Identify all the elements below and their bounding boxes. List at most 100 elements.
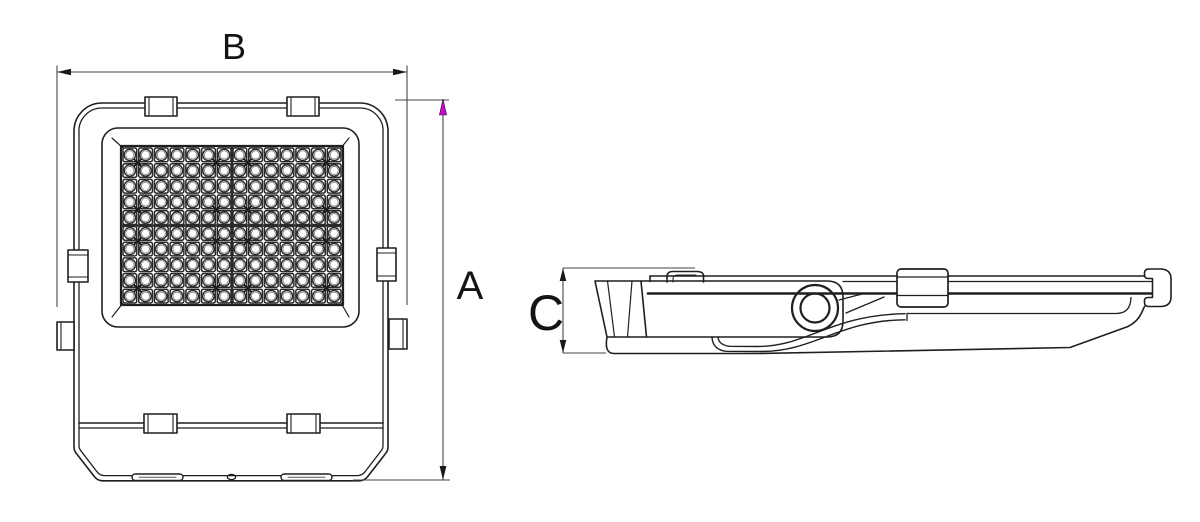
led-lens bbox=[216, 272, 232, 289]
led-lens bbox=[122, 147, 138, 163]
mounting-lug-right bbox=[388, 318, 408, 350]
led-lens bbox=[263, 241, 279, 257]
screw-mark bbox=[133, 284, 142, 293]
screw-mark bbox=[322, 158, 331, 167]
screw-mark bbox=[243, 205, 252, 214]
led-lens bbox=[295, 178, 311, 194]
led-lens bbox=[247, 162, 264, 179]
led-lens bbox=[137, 178, 154, 194]
led-lens bbox=[247, 178, 264, 194]
led-lens bbox=[310, 178, 327, 194]
led-lens bbox=[247, 225, 264, 241]
led-lens bbox=[137, 288, 154, 304]
led-lens bbox=[295, 225, 311, 241]
led-lens bbox=[232, 147, 248, 163]
led-lens bbox=[263, 210, 279, 226]
mounting-clip-top-right bbox=[286, 96, 320, 117]
led-lens bbox=[153, 288, 169, 304]
led-lens bbox=[279, 288, 295, 304]
led-lens bbox=[247, 147, 264, 163]
led-lens bbox=[137, 241, 154, 257]
rear-inner-edge bbox=[906, 296, 1132, 322]
led-lens bbox=[279, 257, 295, 273]
led-lens bbox=[185, 225, 201, 241]
screw-mark bbox=[133, 237, 142, 246]
led-lens bbox=[185, 257, 201, 273]
led-lens bbox=[122, 241, 138, 257]
led-lens bbox=[310, 257, 327, 273]
arrowhead-top bbox=[559, 268, 567, 281]
head-neck-lines bbox=[838, 292, 885, 314]
led-lens bbox=[326, 272, 342, 289]
led-lens bbox=[279, 225, 295, 241]
mounting-clip-bottom-right bbox=[286, 413, 321, 434]
led-lens bbox=[326, 178, 342, 194]
led-lens bbox=[295, 288, 311, 304]
led-lens bbox=[279, 147, 295, 163]
led-lens bbox=[263, 147, 279, 163]
led-lens bbox=[153, 147, 169, 163]
arrowhead-left bbox=[57, 68, 71, 76]
led-lens bbox=[185, 288, 201, 304]
led-lens bbox=[122, 162, 138, 179]
screw-mark bbox=[133, 205, 142, 214]
led-lens bbox=[185, 194, 201, 210]
led-lens bbox=[263, 162, 279, 179]
led-lens bbox=[247, 288, 264, 304]
led-lens bbox=[326, 241, 342, 257]
led-lens bbox=[310, 241, 327, 257]
led-lens bbox=[169, 194, 185, 210]
led-lens bbox=[137, 272, 154, 289]
lens-bezel bbox=[101, 127, 360, 328]
led-lens bbox=[263, 288, 279, 304]
bottom-edge bbox=[605, 305, 1146, 355]
mounting-clip-side-right bbox=[376, 247, 397, 282]
arrowhead-bottom bbox=[439, 466, 447, 480]
led-lens bbox=[122, 210, 138, 226]
led-lens bbox=[279, 210, 295, 226]
head-body bbox=[640, 280, 844, 338]
led-lens bbox=[216, 178, 232, 194]
led-grid bbox=[120, 145, 344, 306]
led-lens bbox=[310, 272, 327, 289]
led-lens bbox=[153, 257, 169, 273]
mounting-clip-side-left bbox=[67, 249, 89, 283]
dimension-label-depth: C bbox=[528, 285, 564, 341]
led-lens bbox=[153, 210, 169, 226]
led-lens bbox=[279, 178, 295, 194]
frame-clip-middle bbox=[896, 268, 949, 308]
led-lens bbox=[279, 241, 295, 257]
led-lens bbox=[153, 178, 169, 194]
led-lens bbox=[295, 162, 311, 179]
led-lens bbox=[326, 257, 342, 273]
hinge-knob bbox=[790, 283, 840, 333]
led-lens bbox=[310, 162, 327, 179]
led-lens bbox=[326, 147, 342, 163]
bottom-slot-right bbox=[280, 473, 333, 482]
screw-mark bbox=[133, 158, 142, 167]
led-lens bbox=[185, 178, 201, 194]
led-lens bbox=[263, 257, 279, 273]
arrowhead-bottom bbox=[559, 340, 567, 353]
led-lens bbox=[169, 225, 185, 241]
screw-mark bbox=[243, 158, 252, 167]
led-lens bbox=[153, 272, 169, 289]
led-lens bbox=[216, 288, 232, 304]
dimension-label-width: B bbox=[222, 26, 246, 67]
led-lens bbox=[216, 194, 232, 210]
led-lens bbox=[200, 178, 217, 194]
led-lens bbox=[247, 257, 264, 273]
screw-mark bbox=[243, 237, 252, 246]
led-lens bbox=[232, 272, 248, 289]
bracket-arm bbox=[711, 313, 906, 353]
led-lens bbox=[200, 272, 217, 289]
led-lens bbox=[122, 272, 138, 289]
front-view bbox=[56, 96, 408, 482]
led-lens bbox=[216, 257, 232, 273]
led-lens bbox=[169, 147, 185, 163]
screw-mark bbox=[212, 158, 221, 167]
led-lens bbox=[169, 257, 185, 273]
led-lens bbox=[295, 194, 311, 210]
led-lens bbox=[153, 241, 169, 257]
